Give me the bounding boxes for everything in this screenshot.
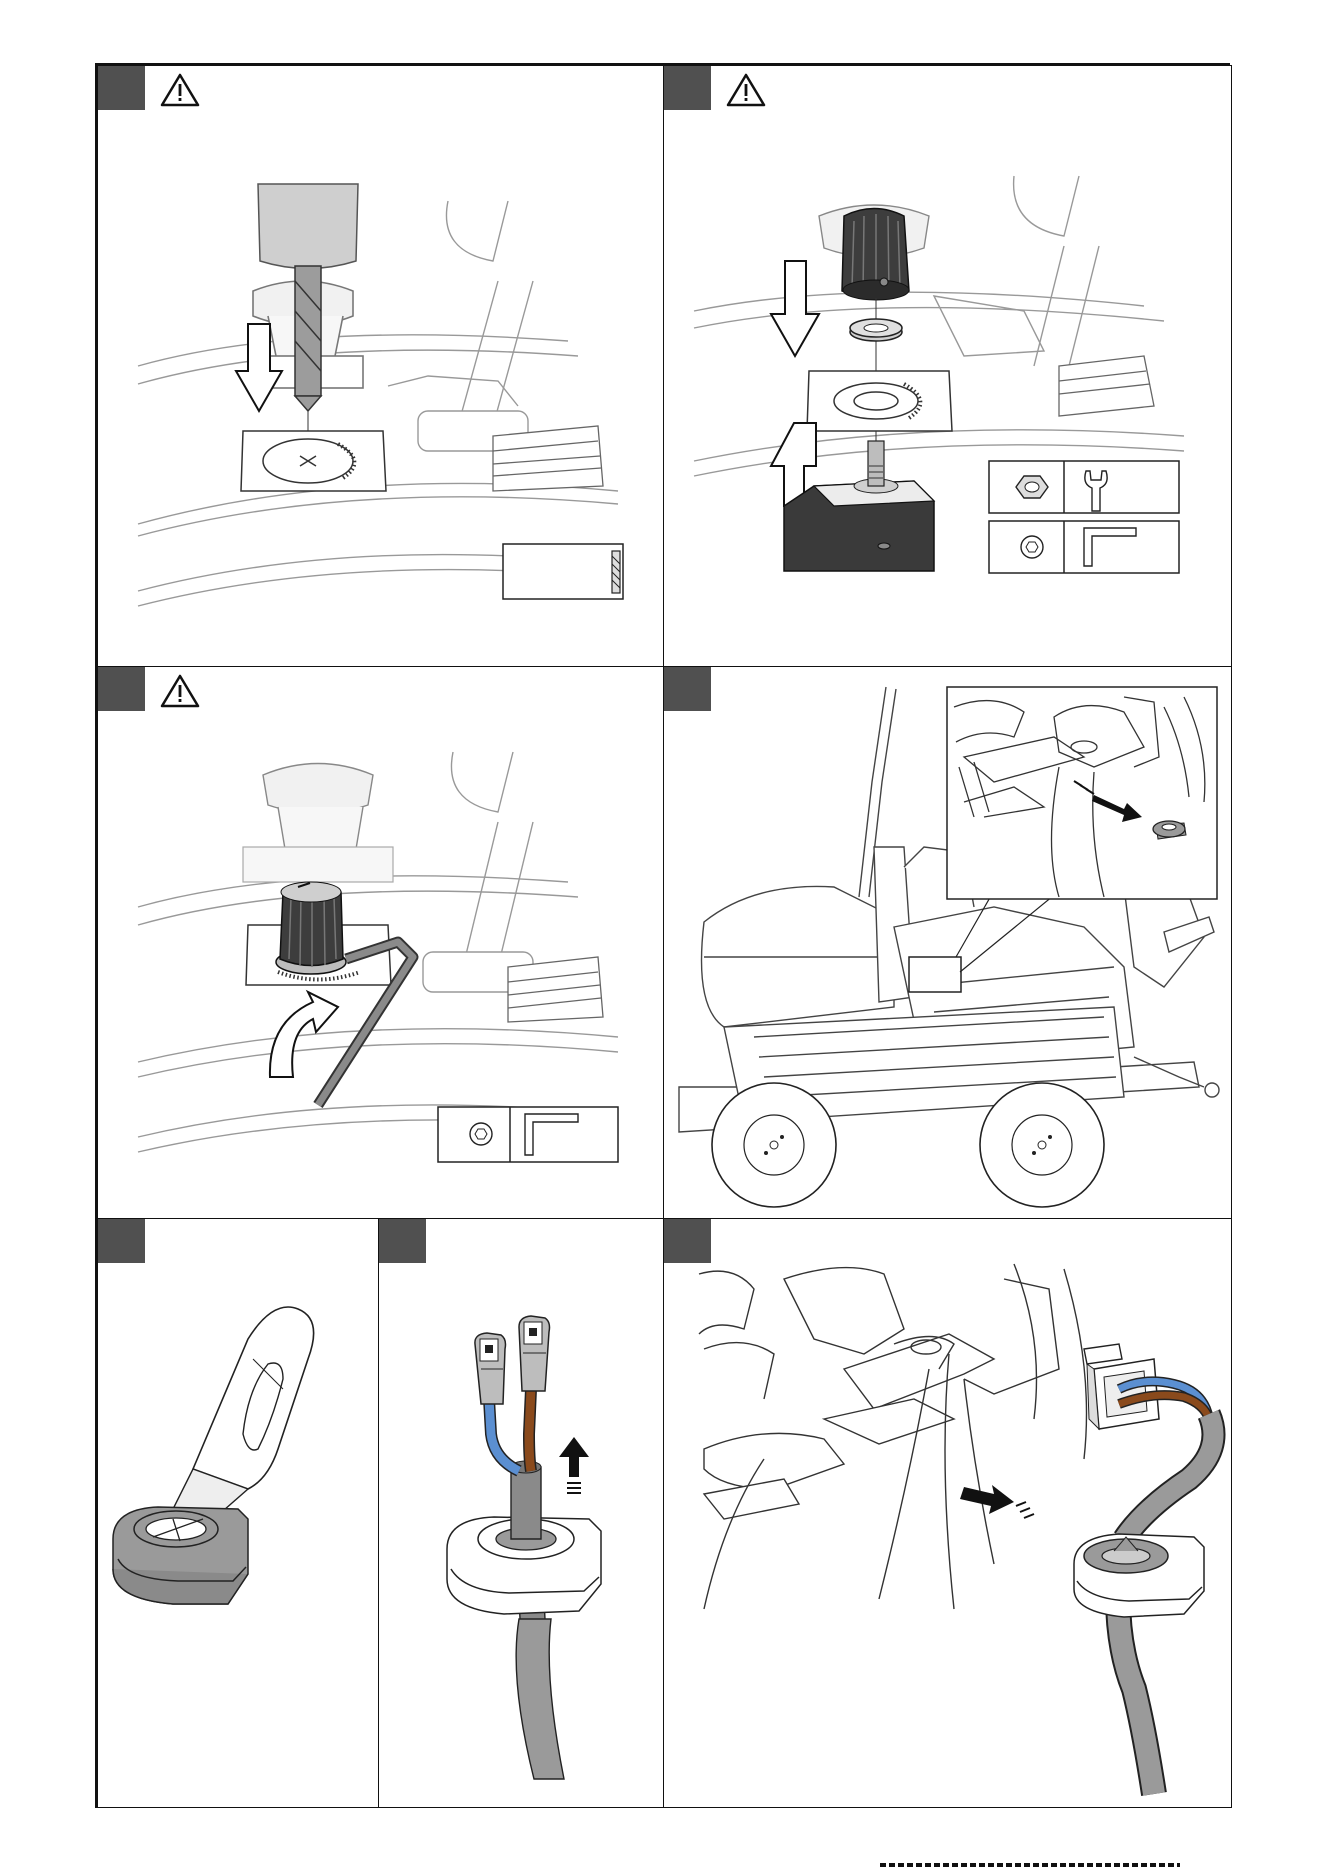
drill-bit-icon [612, 551, 620, 593]
front-wheel [712, 1083, 836, 1207]
dial-plate [807, 371, 952, 431]
hex-nut [850, 319, 902, 341]
mount-potentiometer-illustration [664, 66, 1232, 667]
detail-location-marker [909, 957, 961, 992]
knob [842, 209, 909, 301]
cut-grommet-illustration [98, 1219, 379, 1808]
insert-grommet-illustration [664, 1219, 1232, 1808]
thread-cable-illustration [379, 1219, 664, 1808]
hex-socket-icon [470, 1123, 492, 1145]
spade-connector [475, 1333, 506, 1404]
grommet [1074, 1534, 1204, 1617]
panel-cut-grommet [97, 1218, 379, 1808]
panel-drill-hole [97, 65, 664, 667]
brown-wire [529, 1389, 531, 1471]
detail-inset [947, 687, 1217, 899]
knob [276, 882, 346, 974]
drill-hole-illustration [98, 66, 664, 667]
panel-insert-grommet [663, 1218, 1232, 1808]
tighten-knob-illustration [98, 667, 664, 1219]
panel-mount-potentiometer [663, 65, 1232, 667]
grommet [113, 1507, 248, 1604]
panel-remove-grommet [663, 666, 1232, 1219]
spade-connector [519, 1316, 550, 1391]
hex-nut-icon [1016, 476, 1048, 498]
panel-tighten-knob [97, 666, 664, 1219]
footer-print-marks [880, 1863, 1180, 1867]
panel-thread-cable [378, 1218, 664, 1808]
blue-wire [489, 1399, 519, 1471]
rear-wheel [980, 1083, 1104, 1207]
push-up-arrow [559, 1437, 589, 1493]
instruction-sheet-frame [95, 63, 1230, 1808]
dial-plate [241, 431, 386, 491]
vehicle-overview-illustration [664, 667, 1232, 1219]
push-in-arrow [960, 1485, 1034, 1518]
utility-knife [168, 1307, 314, 1539]
hex-socket-icon [1021, 536, 1043, 558]
tool-box [503, 544, 623, 599]
